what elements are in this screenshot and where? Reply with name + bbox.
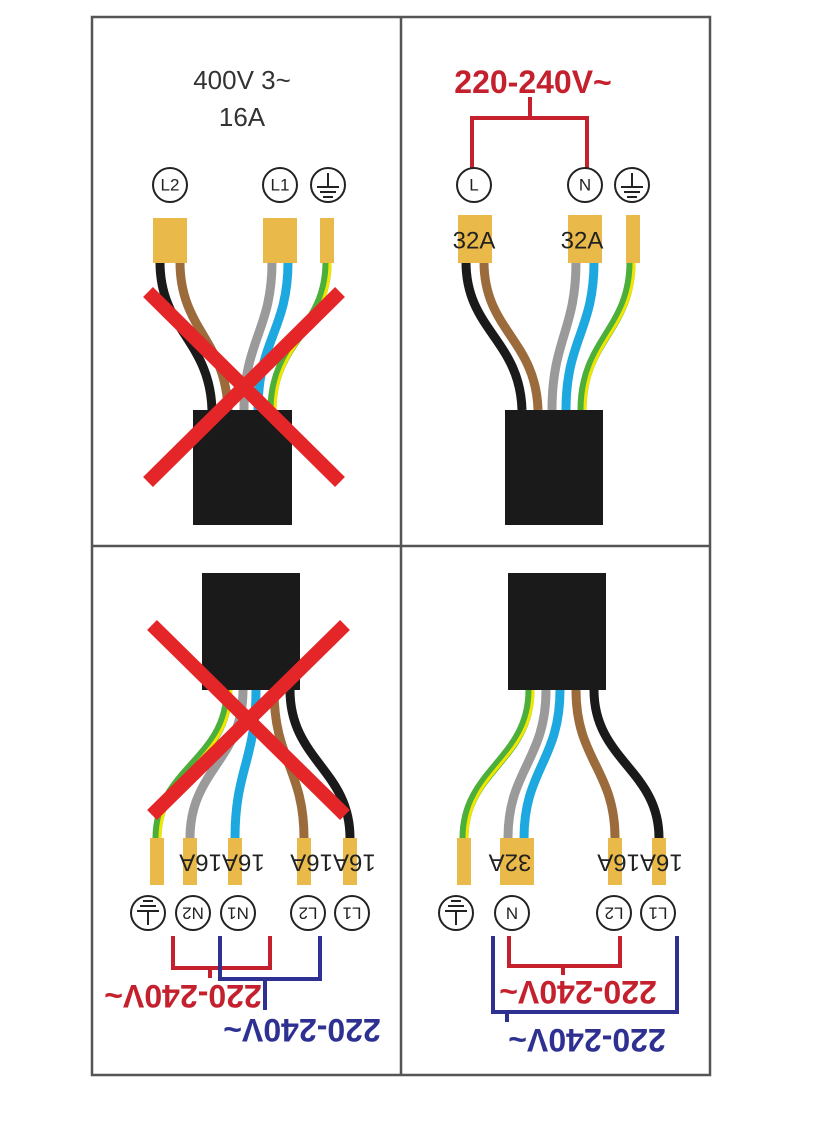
svg-text:L2: L2	[161, 176, 180, 195]
terminal-n2: N2	[175, 895, 211, 931]
sleeve	[228, 838, 242, 885]
svg-text:L1: L1	[271, 176, 290, 195]
terminal-l2: L2	[596, 895, 632, 931]
cable-jacket	[508, 573, 606, 690]
cable-jacket	[505, 410, 603, 525]
voltage-bracket-blue	[218, 936, 322, 1010]
terminal-l2: L2	[290, 895, 326, 931]
earth-icon	[310, 167, 346, 203]
panel-single-phase: 220-240V~ L N 32A 32A	[453, 64, 650, 525]
earth-icon	[614, 167, 650, 203]
cable-wires	[152, 689, 355, 839]
voltage-bracket-blue	[491, 936, 679, 1022]
svg-text:L2: L2	[299, 904, 318, 923]
amp-label: 16A16A	[597, 849, 682, 876]
svg-text:N: N	[579, 176, 591, 195]
voltage-bracket-red	[507, 936, 622, 975]
svg-text:N1: N1	[227, 904, 249, 923]
svg-text:N: N	[506, 904, 518, 923]
voltage-label-red: 220-240V~	[104, 978, 261, 1014]
sleeve	[626, 215, 640, 263]
panel-two-phase-split: 16A16A 16A16A N2 N1 L2 L1 220-240V~ 220-…	[104, 573, 381, 1048]
amp-label: 32A	[489, 849, 532, 876]
earth-icon	[130, 895, 166, 931]
cable-wires	[459, 689, 664, 839]
sleeve	[568, 215, 602, 263]
panel-two-phase-shared-neutral: 32A 16A16A N L2 L1 220-240V~ 220-240V~	[438, 573, 683, 1058]
svg-text:L2: L2	[605, 904, 624, 923]
cable-wires	[461, 261, 636, 411]
sleeve	[500, 838, 534, 885]
sleeve	[153, 218, 187, 263]
sleeve	[320, 218, 334, 263]
sleeve	[183, 838, 197, 885]
voltage-label: 220-240V~	[454, 64, 611, 100]
amp-label: 32A	[561, 228, 604, 255]
terminal-l1: L1	[262, 167, 298, 203]
sleeve	[652, 838, 666, 885]
title-voltage: 400V 3~	[193, 65, 291, 95]
terminal-n: N	[494, 895, 530, 931]
voltage-label-red: 220-240V~	[499, 974, 656, 1010]
sleeve	[608, 838, 622, 885]
sleeve	[263, 218, 297, 263]
cross-mark-icon	[147, 620, 350, 820]
terminal-l: L	[456, 167, 492, 203]
title-current: 16A	[219, 102, 266, 132]
earth-icon	[438, 895, 474, 931]
voltage-label-blue: 220-240V~	[223, 1012, 380, 1048]
cable-jacket	[202, 573, 300, 690]
svg-text:L: L	[469, 176, 478, 195]
sleeve	[297, 838, 311, 885]
terminal-l1: L1	[334, 895, 370, 931]
amp-label: 32A	[453, 228, 496, 255]
amp-label: 16A16A	[290, 849, 375, 876]
panel-400v-3phase: 400V 3~ 16A L2 L1	[143, 65, 346, 525]
svg-text:L1: L1	[649, 904, 668, 923]
sleeve	[343, 838, 357, 885]
sleeve	[457, 838, 471, 885]
voltage-bracket	[470, 97, 589, 170]
terminal-l2: L2	[152, 167, 188, 203]
cross-mark-icon	[143, 287, 345, 487]
amp-label: 16A16A	[179, 849, 264, 876]
sleeve	[458, 215, 492, 263]
svg-text:L1: L1	[343, 904, 362, 923]
terminal-n: N	[567, 167, 603, 203]
terminal-n1: N1	[220, 895, 256, 931]
svg-text:N2: N2	[182, 904, 204, 923]
terminal-l1: L1	[640, 895, 676, 931]
sleeve	[150, 838, 164, 885]
voltage-label-blue: 220-240V~	[508, 1022, 665, 1058]
